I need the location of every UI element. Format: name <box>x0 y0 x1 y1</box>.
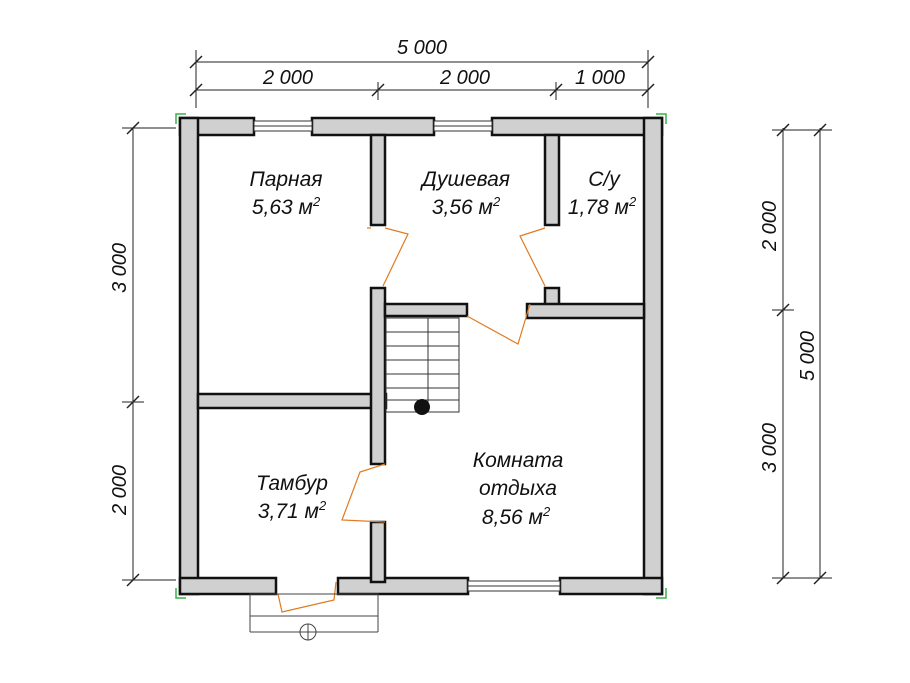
room-su: С/у 1,78 м2 <box>568 168 637 219</box>
dim-top-total: 5 000 <box>397 37 447 59</box>
dim-left-upper: 3 000 <box>109 243 131 293</box>
top-dimensions: 5 000 2 000 2 000 1 000 <box>189 37 655 108</box>
svg-text:3,71 м2: 3,71 м2 <box>258 498 327 523</box>
room-name-line1: Комната <box>473 449 564 472</box>
room-komnata-otdyha: Комната отдыха 8,56 м2 <box>473 449 564 529</box>
svg-text:1,78 м2: 1,78 м2 <box>568 194 637 219</box>
dim-top-seg3: 1 000 <box>575 67 625 89</box>
room-dushevaya: Душевая 3,56 м2 <box>420 168 510 219</box>
room-area: 3,71 м <box>258 500 319 523</box>
svg-text:8,56 м2: 8,56 м2 <box>482 504 551 529</box>
right-dimensions: 2 000 3 000 5 000 <box>759 123 832 585</box>
room-area: 3,56 м <box>432 196 493 219</box>
svg-text:5,63 м2: 5,63 м2 <box>252 194 321 219</box>
left-dimensions: 3 000 2 000 <box>109 121 176 587</box>
room-area: 5,63 м <box>252 196 313 219</box>
dim-right-total: 5 000 <box>797 331 819 381</box>
dim-left-lower: 2 000 <box>109 465 131 516</box>
doors <box>277 227 546 613</box>
room-area-unit-power: 2 <box>492 194 501 209</box>
svg-text:3,56 м2: 3,56 м2 <box>432 194 501 219</box>
room-name: С/у <box>588 168 621 191</box>
dim-top-seg2: 2 000 <box>439 67 490 89</box>
room-area-unit-power: 2 <box>318 498 327 513</box>
room-parnaya: Парная 5,63 м2 <box>249 168 322 219</box>
entrance-porch <box>249 593 379 641</box>
room-area: 8,56 м <box>482 506 543 529</box>
room-name: Душевая <box>420 168 510 191</box>
room-tambur: Тамбур 3,71 м2 <box>256 472 328 523</box>
stair-post-marker <box>414 399 430 415</box>
dim-top-seg1: 2 000 <box>262 67 313 89</box>
room-name-line2: отдыха <box>479 477 557 500</box>
staircase <box>385 317 460 415</box>
room-area-unit-power: 2 <box>312 194 321 209</box>
corner-markers <box>175 113 667 599</box>
room-name: Парная <box>249 168 322 191</box>
room-area-unit-power: 2 <box>542 504 551 519</box>
room-area: 1,78 м <box>568 196 629 219</box>
room-area-unit-power: 2 <box>628 194 637 209</box>
windows <box>253 120 561 592</box>
room-name: Тамбур <box>256 472 328 495</box>
dim-right-upper: 2 000 <box>759 201 781 252</box>
dim-right-lower: 3 000 <box>759 423 781 473</box>
